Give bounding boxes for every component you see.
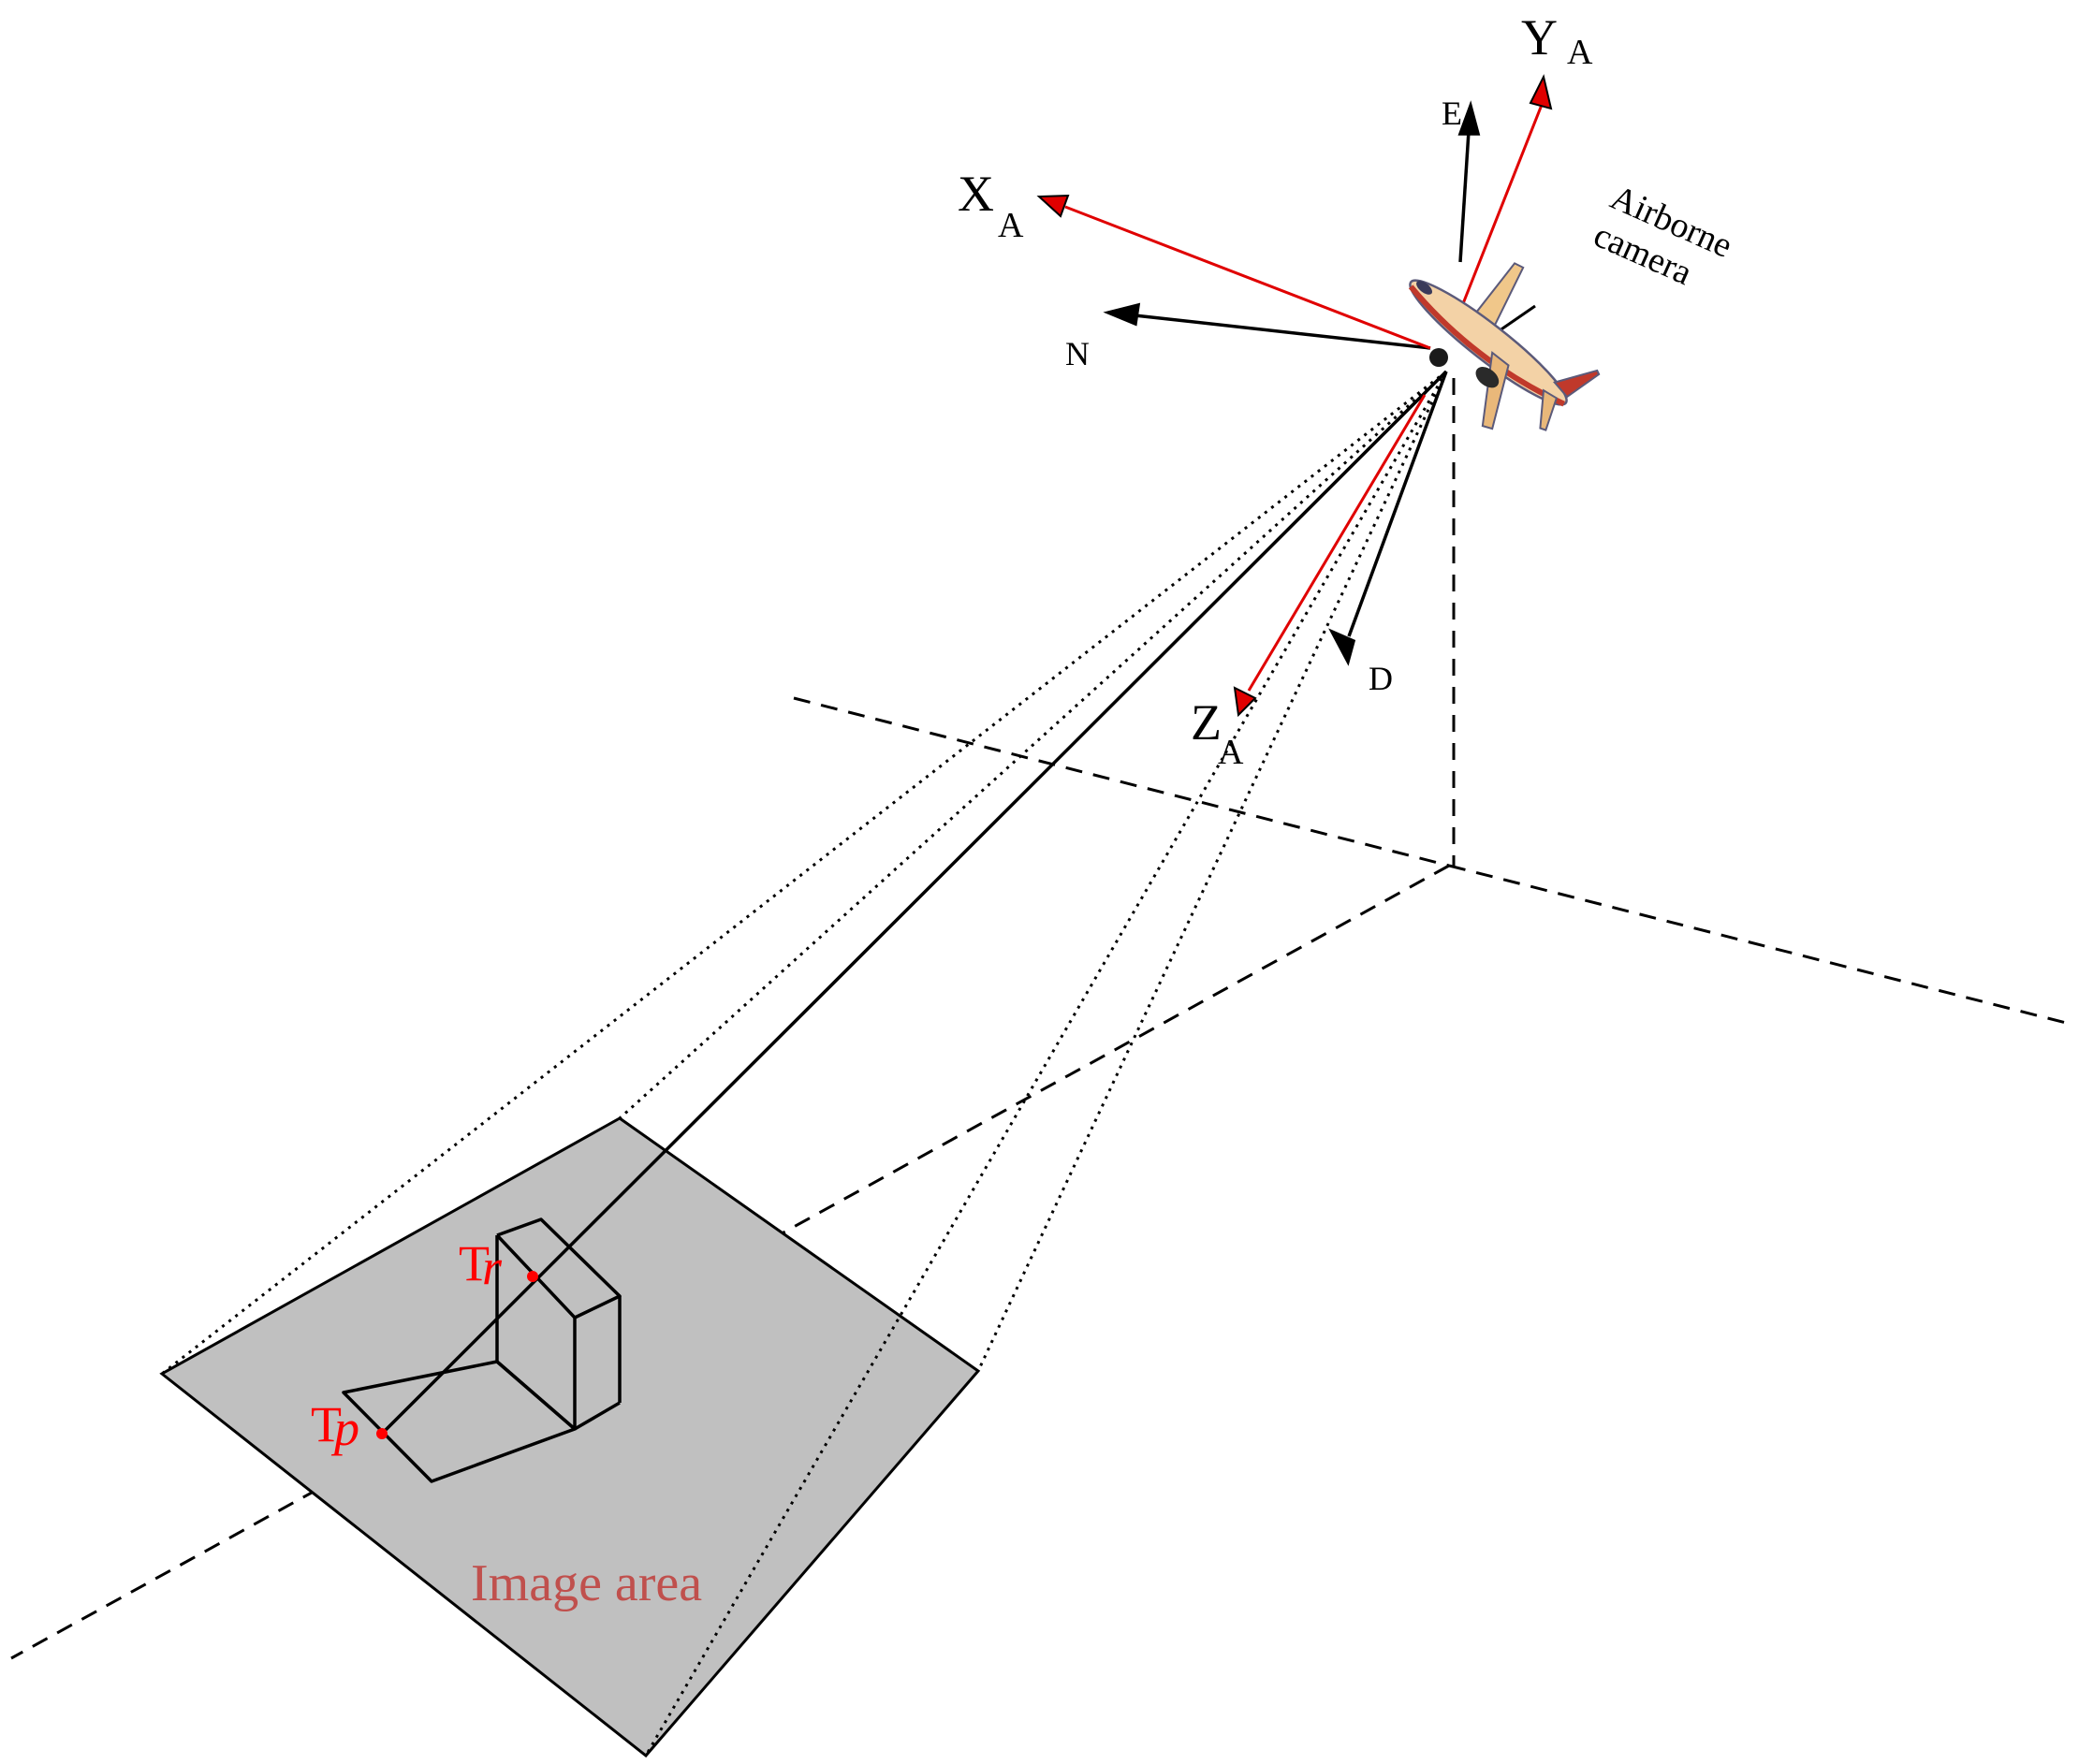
- ya-arrowhead: [1529, 74, 1553, 110]
- aircraft-engine: [1475, 367, 1500, 388]
- aircraft-fuselage: [1409, 279, 1568, 406]
- building-top-face: [496, 1217, 622, 1319]
- xa-axis-line: [1064, 205, 1431, 350]
- aircraft-tailplane: [1539, 388, 1559, 431]
- label-north: N: [1065, 335, 1090, 372]
- aircraft-cockpit: [1416, 281, 1433, 295]
- ground-axis-back: [793, 696, 1450, 867]
- north-axis-line: [1134, 313, 1431, 350]
- label-down: D: [1369, 660, 1393, 697]
- label-east: E: [1442, 95, 1462, 132]
- fov-ray-top: [618, 370, 1448, 1120]
- ya-axis-line: [1458, 104, 1544, 312]
- za-axis-line: [1247, 394, 1427, 692]
- label-target-p: Tp: [311, 1396, 359, 1456]
- aircraft-belly-stripe: [1408, 284, 1565, 407]
- fov-ray-left: [161, 370, 1447, 1376]
- label-xa: XA: [958, 166, 1024, 245]
- down-axis-line: [1347, 371, 1448, 637]
- east-arrowhead: [1457, 100, 1481, 136]
- target-point-p: [376, 1428, 388, 1439]
- aircraft-tail-fin: [1552, 369, 1601, 399]
- label-target-r: Tr: [459, 1235, 503, 1295]
- fov-ray-bottom: [644, 371, 1448, 1757]
- line-of-sight: [380, 370, 1448, 1436]
- aircraft-frame-axes: [1036, 74, 1553, 718]
- ned-frame-axes: [1103, 100, 1481, 666]
- za-arrowhead: [1233, 686, 1257, 718]
- xa-arrowhead: [1036, 194, 1070, 218]
- camera-pod: [1429, 348, 1448, 367]
- building-base-right: [574, 1401, 621, 1431]
- east-axis-line: [1458, 130, 1471, 263]
- airborne-camera-label: Airborne camera: [1588, 178, 1737, 293]
- image-area-footprint: [159, 1116, 981, 1758]
- aircraft-near-wing: [1481, 351, 1510, 430]
- label-image-area: Image area: [471, 1554, 702, 1612]
- north-arrowhead: [1103, 302, 1141, 327]
- target-point-r: [527, 1271, 538, 1282]
- airplane-icon: [1408, 262, 1601, 431]
- down-arrowhead: [1328, 628, 1356, 666]
- ground-axis-right: [1448, 864, 2074, 1027]
- field-of-view-rays: [161, 370, 1448, 1757]
- fov-ray-right: [976, 371, 1448, 1372]
- building-shadow: [342, 1360, 577, 1483]
